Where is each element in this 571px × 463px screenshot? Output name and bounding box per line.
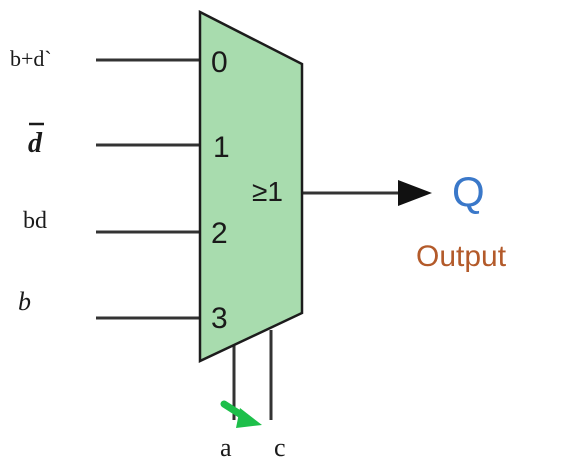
port-number-0: 0 — [211, 46, 228, 79]
select-direction-arrow — [220, 400, 262, 428]
port-number-3: 3 — [211, 302, 228, 335]
input-label-1: d — [28, 122, 44, 159]
output-arrowhead — [398, 180, 432, 206]
input-label-3: b — [18, 287, 31, 316]
select-label-c: c — [274, 433, 286, 462]
input-label-0: b+d` — [10, 46, 52, 71]
input-label-2: bd — [23, 208, 47, 234]
select-label-a: a — [220, 433, 232, 462]
mux-operator: ≥1 — [252, 176, 283, 207]
output-symbol: Q — [452, 168, 485, 215]
mux-body — [198, 9, 304, 363]
output-label: Output — [416, 240, 507, 273]
input-label-1-text: d — [28, 128, 43, 159]
port-number-2: 2 — [211, 217, 228, 250]
port-number-1: 1 — [213, 131, 230, 164]
